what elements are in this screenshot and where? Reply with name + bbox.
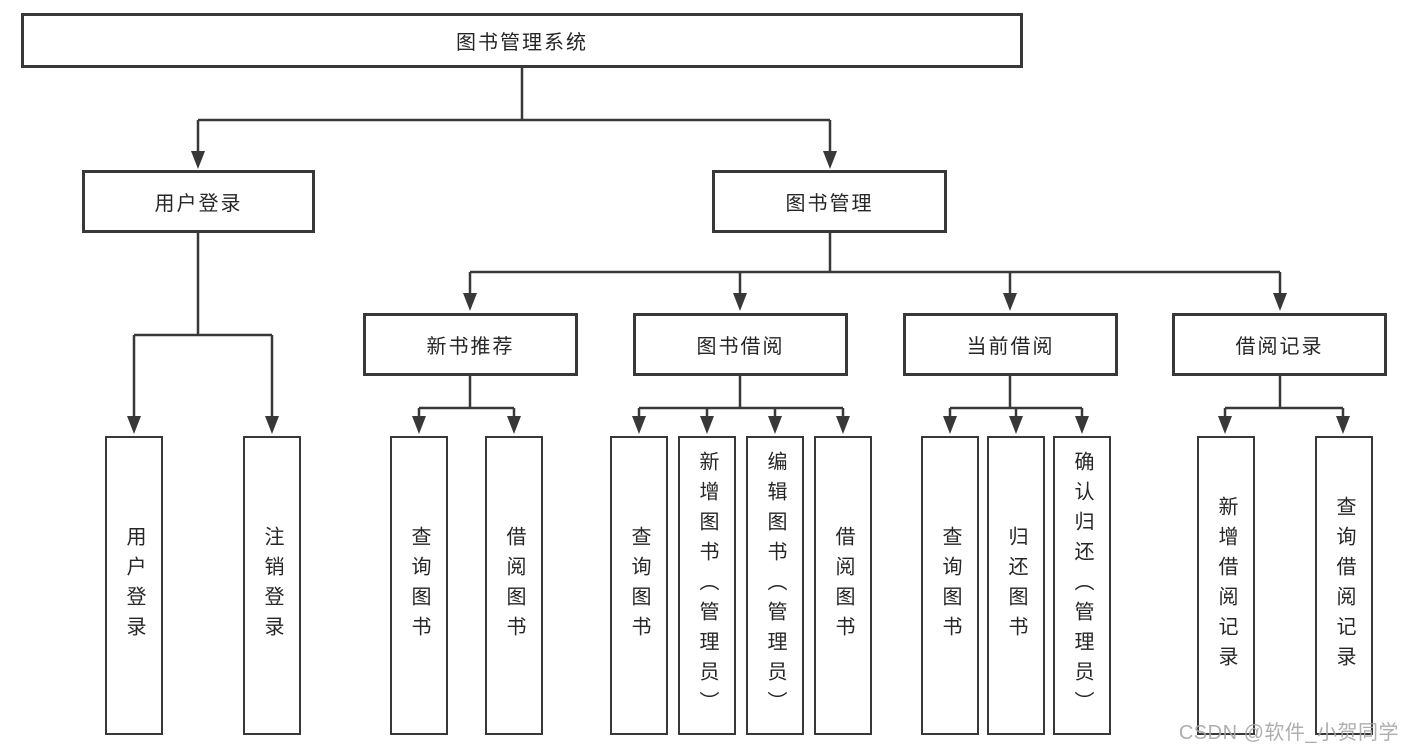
- leaf-label: 查询借阅记录: [1333, 495, 1355, 676]
- leaf-add-books-admin: 新增图书（管理员）: [678, 436, 736, 735]
- node-label: 新书推荐: [426, 336, 515, 358]
- leaf-query-books: 查询图书: [390, 436, 448, 735]
- leaf-label: 查询图书: [939, 525, 961, 646]
- leaf-label: 查询图书: [408, 525, 430, 646]
- leaf-query-books: 查询图书: [610, 436, 668, 735]
- leaf-borrow-books: 借阅图书: [485, 436, 543, 735]
- leaf-label: 查询图书: [628, 525, 650, 646]
- node-root-system: 图书管理系统: [21, 13, 1023, 68]
- csdn-watermark: CSDN @软件_小贺同学: [1178, 722, 1399, 744]
- arrowhead-icons: [127, 151, 1350, 434]
- leaf-return-books: 归还图书: [987, 436, 1045, 735]
- node-label: 图书管理: [785, 193, 874, 215]
- leaf-label: 新增借阅记录: [1215, 495, 1237, 676]
- node-label: 当前借阅: [966, 336, 1055, 358]
- leaf-label: 借阅图书: [832, 525, 854, 646]
- leaf-label: 归还图书: [1005, 525, 1027, 646]
- node-new-book-recommend: 新书推荐: [363, 313, 578, 376]
- leaf-user-login: 用户登录: [105, 436, 163, 735]
- node-label: 图书借阅: [696, 336, 785, 358]
- leaf-label: 编辑图书（管理员）: [764, 450, 786, 721]
- leaf-confirm-return-admin: 确认归还（管理员）: [1053, 436, 1111, 735]
- leaf-label: 注销登录: [261, 525, 283, 646]
- node-root-label: 图书管理系统: [456, 32, 588, 54]
- node-current-borrow: 当前借阅: [903, 313, 1118, 376]
- leaf-logout: 注销登录: [243, 436, 301, 735]
- node-label: 借阅记录: [1235, 336, 1324, 358]
- node-borrow-record: 借阅记录: [1172, 313, 1387, 376]
- leaf-edit-books-admin: 编辑图书（管理员）: [746, 436, 804, 735]
- leaf-label: 借阅图书: [503, 525, 525, 646]
- leaf-label: 用户登录: [123, 525, 145, 646]
- node-book-borrow: 图书借阅: [633, 313, 848, 376]
- leaf-query-books: 查询图书: [921, 436, 979, 735]
- node-book-management: 图书管理: [712, 170, 947, 233]
- leaf-label: 新增图书（管理员）: [696, 450, 718, 721]
- node-user-login-group: 用户登录: [82, 170, 315, 233]
- node-label: 用户登录: [154, 193, 243, 215]
- leaf-query-borrow-record: 查询借阅记录: [1315, 436, 1373, 735]
- leaf-borrow-books: 借阅图书: [814, 436, 872, 735]
- leaf-label: 确认归还（管理员）: [1071, 450, 1093, 721]
- leaf-add-borrow-record: 新增借阅记录: [1197, 436, 1255, 735]
